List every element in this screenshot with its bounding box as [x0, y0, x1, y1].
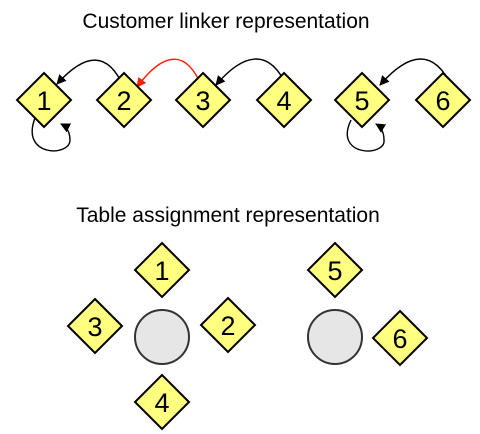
- linker-node-4: 4: [255, 71, 313, 129]
- diamond-shape: [15, 71, 73, 129]
- link-arrow-3-to-2: [136, 58, 203, 88]
- node-number: 6: [435, 86, 450, 116]
- linker-node-2: 2: [95, 71, 153, 129]
- diamond-shape: [133, 373, 191, 431]
- diamond-shape: [306, 241, 364, 299]
- table-circle-1: [134, 309, 190, 365]
- self-loop-arrow-5: [346, 119, 387, 152]
- node-number: 3: [195, 86, 210, 116]
- table-node-2: 2: [199, 296, 257, 354]
- diamond-shape: [333, 71, 391, 129]
- diamond-shape: [95, 71, 153, 129]
- diamond-shape: [414, 71, 472, 129]
- table-section: 1 2 3 4 5: [66, 241, 429, 431]
- node-number: 5: [354, 86, 369, 116]
- linker-node-3: 3: [174, 71, 232, 129]
- self-loop-arrow-1: [31, 117, 72, 152]
- table-node-5: 5: [306, 241, 364, 299]
- diamond-shape: [255, 71, 313, 129]
- node-number: 3: [87, 312, 102, 342]
- linker-section: 1 2 3 4 5: [15, 58, 472, 152]
- node-number: 4: [154, 388, 169, 418]
- diamond-shape: [174, 71, 232, 129]
- table-circle-2: [307, 309, 363, 365]
- node-number: 2: [116, 86, 131, 116]
- diamond-shape: [133, 241, 191, 299]
- node-number: 1: [36, 86, 51, 116]
- linker-title: Customer linker representation: [82, 10, 370, 33]
- table-node-6: 6: [371, 309, 429, 367]
- table-node-3: 3: [66, 297, 124, 355]
- diamond-shape: [66, 297, 124, 355]
- table-title: Table assignment representation: [76, 204, 380, 227]
- table-node-4: 4: [133, 373, 191, 431]
- table-node-1: 1: [133, 241, 191, 299]
- node-number: 5: [327, 256, 342, 286]
- diamond-shape: [371, 309, 429, 367]
- linker-node-5: 5: [333, 71, 391, 129]
- linker-node-1: 1: [15, 71, 73, 129]
- node-number: 4: [276, 86, 291, 116]
- diamond-shape: [199, 296, 257, 354]
- node-number: 6: [392, 324, 407, 354]
- node-number: 2: [220, 311, 235, 341]
- node-number: 1: [154, 256, 169, 286]
- linker-node-6: 6: [414, 71, 472, 129]
